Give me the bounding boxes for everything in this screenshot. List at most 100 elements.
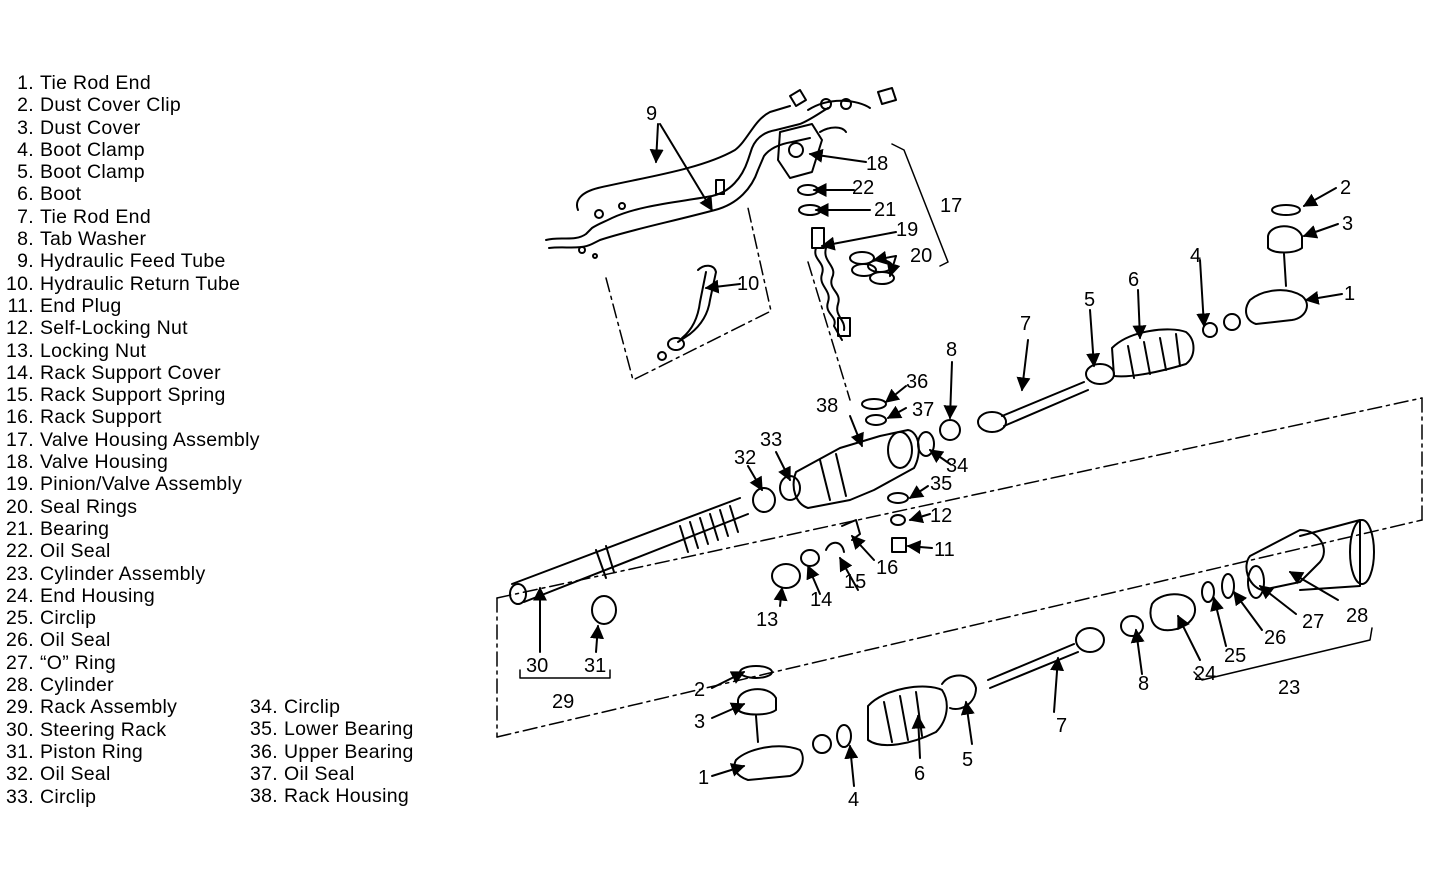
callout-2-upper: 2 [1340,177,1351,199]
legend-number: 28. [5,674,34,697]
legend-text: Rack Support Cover [40,361,221,384]
callout-34: 34 [946,455,968,477]
legend-item: 20.Seal Rings [2,496,260,518]
legend-item: 37. Oil Seal [246,763,414,785]
callout-3-upper: 3 [1342,213,1353,235]
callout-20: 20 [910,245,932,267]
legend-item: 35.Lower Bearing [246,718,414,740]
lower-tie-rod-group [733,615,1144,781]
callout-labels: 9 10 18 22 21 17 19 20 2 3 1 4 6 5 7 8 3… [526,103,1368,811]
legend-text: Bearing [40,517,110,540]
legend-item: 13.Locking Nut [2,340,260,362]
legend-item: 11.End Plug [2,295,260,317]
callout-2-lower: 2 [694,679,705,701]
callout-18: 18 [866,153,888,175]
legend-number: 34. [249,696,278,718]
callout-8-lower: 8 [1138,673,1149,695]
legend-item: 24.End Housing [2,585,260,607]
legend-item: 33.Circlip [2,786,260,808]
legend-text: Dust Cover [40,116,141,139]
legend-text: Rack Support Spring [40,384,226,407]
legend-item: 4.Boot Clamp [2,139,260,161]
callout-4-lower: 4 [848,789,859,811]
cylinder-assembly [1149,519,1375,632]
legend-text: Piston Ring [40,740,144,763]
legend-number: 12. [5,317,34,340]
legend-item: 21.Bearing [2,518,260,540]
legend-number: 37. [249,762,278,785]
legend-item: 5. Boot Clamp [2,161,260,183]
legend-text: Pinion/Valve Assembly [40,473,243,496]
legend-number: 31. [5,740,34,763]
legend-text: Boot Clamp [40,161,145,184]
legend-item: 7.Tie Rod End [2,206,260,228]
brackets [519,143,1373,681]
callout-6-lower: 6 [914,763,925,785]
legend-item: 9.Hydraulic Feed Tube [2,250,260,272]
callout-4-upper: 4 [1190,245,1201,267]
legend-text: Boot [40,183,82,206]
callout-28: 28 [1346,605,1368,627]
legend-number: 3. [17,116,34,139]
legend-number: 1. [17,72,34,94]
callout-3-lower: 3 [694,711,705,733]
callout-38: 38 [816,395,838,417]
legend-text: Oil Seal [284,762,355,785]
callout-23: 23 [1278,677,1300,699]
legend-text: Lower Bearing [284,718,414,741]
callout-22: 22 [852,177,874,199]
legend-text: Steering Rack [40,718,167,741]
legend-number: 8. [17,228,34,251]
legend-number: 24. [5,584,34,607]
legend-text: Self-Locking Nut [40,317,188,340]
legend-item: 32.Oil Seal [2,763,260,785]
legend-number: 6. [17,183,34,206]
callout-6-upper: 6 [1128,269,1139,291]
callout-14: 14 [810,589,832,611]
legend-item: 22.Oil Seal [2,540,260,562]
legend-number: 23. [5,562,34,585]
legend-item: 38.Rack Housing [246,785,414,807]
legend-item: 6. Boot [2,183,260,205]
legend-item: 30. Steering Rack [2,719,260,741]
legend-text: Circlip [40,785,97,808]
callout-9: 9 [646,103,657,125]
legend-number: 22. [5,540,34,563]
legend-item: 15. Rack Support Spring [2,384,260,406]
steering-rack [509,497,749,625]
legend-item: 2.Dust Cover Clip [2,94,260,116]
legend-number: 15. [5,384,34,407]
callout-1-upper: 1 [1344,283,1355,305]
legend-item: 28.Cylinder [2,674,260,696]
callout-37: 37 [912,399,934,421]
legend-number: 5. [17,161,34,184]
legend-item: 16.Rack Support [2,406,260,428]
legend-text: Circlip [40,607,97,630]
legend-number: 16. [5,406,34,429]
legend-text: Upper Bearing [284,740,414,763]
legend-text: Hydraulic Return Tube [40,272,241,295]
callout-19: 19 [896,219,918,241]
callout-35: 35 [930,473,952,495]
legend-number: 30. [5,718,34,741]
callout-12: 12 [930,505,952,527]
callout-32: 32 [734,447,756,469]
legend-text: Tab Washer [40,228,147,251]
legend-number: 19. [5,473,34,496]
legend-number: 25. [5,607,34,630]
callout-29: 29 [552,691,574,713]
legend-number: 38. [249,785,278,808]
callout-1-lower: 1 [698,767,709,789]
upper-tie-rod-group [939,204,1308,441]
legend-text: Oil Seal [40,629,111,652]
hydraulic-feed-tube [545,87,897,259]
legend-number: 26. [5,629,34,652]
legend-text: Cylinder Assembly [40,562,206,585]
legend-item: 25. Circlip [2,607,260,629]
callout-36: 36 [906,371,928,393]
legend-item: 36.Upper Bearing [246,741,414,763]
legend-item: 10.Hydraulic Return Tube [2,273,260,295]
legend-item: 14.Rack Support Cover [2,362,260,384]
callout-15: 15 [844,571,866,593]
